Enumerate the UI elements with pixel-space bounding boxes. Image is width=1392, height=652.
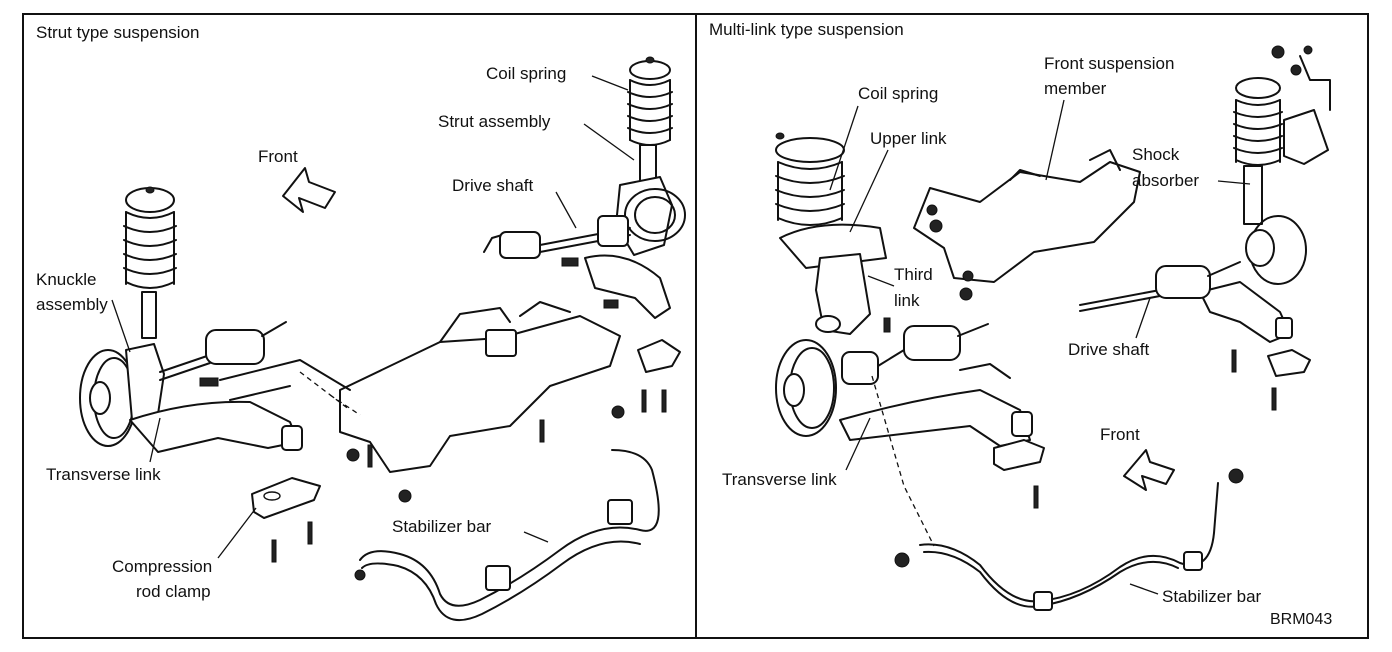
- left-bolts: [199, 257, 681, 563]
- left-transverse-link: [129, 400, 303, 453]
- right-label-upper-link: Upper link: [870, 129, 947, 148]
- left-panel-title: Strut type suspension: [36, 23, 199, 42]
- left-label-compression-line1: Compression: [112, 557, 212, 576]
- right-hub-disc: [775, 323, 989, 437]
- right-label-shock-line2: absorber: [1132, 171, 1199, 190]
- left-label-compression-line2: rod clamp: [136, 582, 211, 601]
- left-label-stabilizer-bar: Stabilizer bar: [392, 517, 492, 536]
- left-drive-shaft-upper: [483, 215, 631, 259]
- left-label-knuckle-line2: assembly: [36, 295, 108, 314]
- right-label-front-member-line2: member: [1044, 79, 1107, 98]
- right-panel-title: Multi-link type suspension: [709, 20, 904, 39]
- right-label-coil-spring: Coil spring: [858, 84, 938, 103]
- right-drive-shaft: [1079, 261, 1241, 312]
- right-shock-absorber: [1199, 45, 1331, 343]
- right-leader-lines: [829, 99, 1251, 595]
- right-label-third-link-line1: Third: [894, 265, 933, 284]
- left-compression-rod-clamp: [251, 477, 321, 519]
- left-label-drive-shaft: Drive shaft: [452, 176, 534, 195]
- left-leader-lines: [111, 75, 635, 559]
- left-suspension-member: [219, 301, 621, 473]
- left-label-knuckle-line1: Knuckle: [36, 270, 96, 289]
- right-stabilizer-bar: [871, 375, 1219, 611]
- left-label-transverse-link: Transverse link: [46, 465, 161, 484]
- right-label-shock-line1: Shock: [1132, 145, 1180, 164]
- left-artwork: [79, 56, 686, 622]
- right-coil-spring-assembly: [775, 132, 887, 335]
- right-artwork: [775, 45, 1331, 611]
- right-label-third-link-line2: link: [894, 291, 920, 310]
- left-front-arrow: [282, 167, 336, 213]
- left-label-strut-assembly: Strut assembly: [438, 112, 551, 131]
- left-coil-spring-strut: [123, 186, 177, 339]
- left-knuckle-hub: [79, 343, 165, 447]
- left-strut-assembly-top: [584, 56, 686, 319]
- right-label-front: Front: [1100, 425, 1140, 444]
- figure-code: BRM043: [1270, 611, 1332, 628]
- left-drive-shaft-lower: [159, 321, 287, 381]
- right-label-transverse-link: Transverse link: [722, 470, 837, 489]
- left-stabilizer-bar: [354, 449, 660, 622]
- right-panel-frame: [695, 13, 1369, 639]
- right-front-suspension-member: [913, 149, 1141, 301]
- right-label-front-member-line1: Front suspension: [1044, 54, 1174, 73]
- left-label-coil-spring: Coil spring: [486, 64, 566, 83]
- right-front-arrow: [1123, 449, 1175, 491]
- right-label-stabilizer-bar: Stabilizer bar: [1162, 587, 1262, 606]
- right-label-drive-shaft: Drive shaft: [1068, 340, 1150, 359]
- left-label-front: Front: [258, 147, 298, 166]
- right-clamps-bolts: [883, 317, 1311, 568]
